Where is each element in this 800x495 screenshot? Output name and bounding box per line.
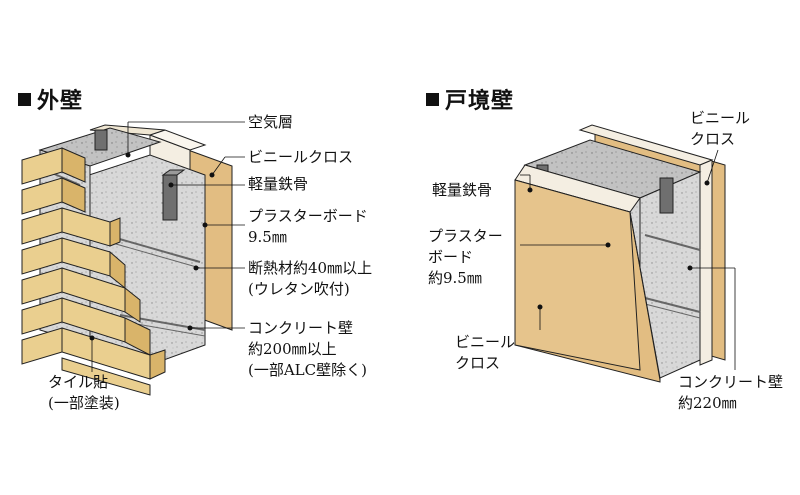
heading-square-icon [426,92,439,106]
label-party-steel-frame: 軽量鉄骨 [432,181,493,199]
exterior-heading: 外壁 [18,83,83,115]
label-air-layer: 空気層 [248,113,294,131]
exterior-wall-illustration [21,121,245,396]
exterior-tiles [21,147,166,396]
label-steel-frame: 軽量鉄骨 [248,175,309,193]
label-tile: タイル貼 (一部塗装) [48,373,120,412]
heading-square-icon [18,92,31,106]
label-insulation: 断熱材約40㎜以上 (ウレタン吹付) [248,259,373,298]
label-plaster-board: プラスターボード 9.5㎜ [248,207,368,246]
label-concrete: コンクリート壁 約200㎜以上 (一部ALC壁除く) [248,319,367,379]
exterior-title: 外壁 [37,89,84,114]
party-back-board [699,159,713,366]
label-party-vinyl-cloth-bottom: ビニール クロス [455,333,516,372]
party-wall-illustration [514,124,736,383]
party-wall-title: 戸境壁 [445,89,515,114]
exterior-steel-stud [162,174,178,221]
label-party-concrete: コンクリート壁 約220㎜ [678,373,784,412]
label-vinyl-cloth: ビニールクロス [248,148,354,166]
label-party-plaster-board: プラスター ボード 約9.5㎜ [428,227,503,287]
label-party-vinyl-cloth-top: ビニール クロス [690,109,751,148]
party-wall-heading: 戸境壁 [426,83,514,115]
